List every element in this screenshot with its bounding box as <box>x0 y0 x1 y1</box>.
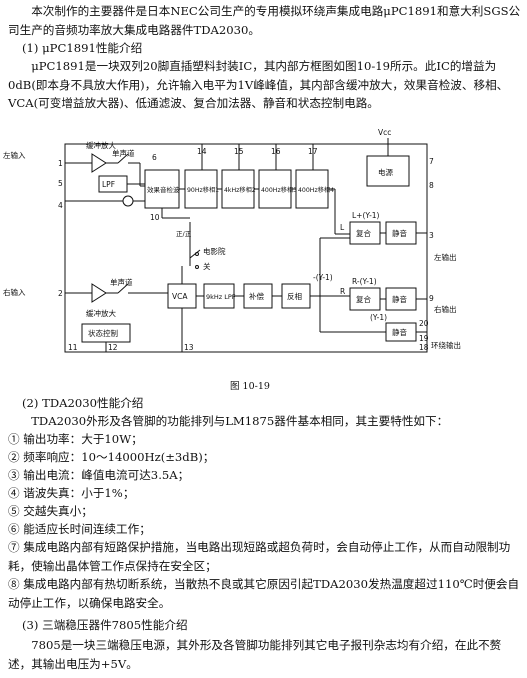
spec-item-8: ⑧ 集成电路内部有热切断系统，当散热不良或其它原因引起TDA2030发热温度超过… <box>8 577 520 610</box>
label-left-in: 左输入 <box>3 150 26 160</box>
label-mix2: 复合 <box>356 294 371 304</box>
label-single1: 单声道 <box>112 148 135 158</box>
spec-item-1: ① 输出功率：大于10W； <box>8 432 143 446</box>
pin-1: 1 <box>58 159 63 168</box>
spec-item-7: ⑦ 集成电路内部有短路保护措施，当电路出现短路或超负荷时，会自动停止工作，从而自… <box>8 540 511 573</box>
section2-heading: (2) TDA2030性能介绍 <box>22 396 144 410</box>
spec-item-6: ⑥ 能适应长时间连续工作； <box>8 522 151 536</box>
summing-node <box>122 195 134 207</box>
label-mix1: 复合 <box>356 228 371 238</box>
label-inv: 反相 <box>287 291 302 301</box>
section1-heading: (1) μPC1891性能介绍 <box>22 41 143 55</box>
section2-body: TDA2030外形及各管脚的功能排列与LM1875器件基本相同，其主要特性如下： <box>31 414 449 428</box>
label-ps2: 4kHz移相2 <box>224 186 256 194</box>
label-single2: 单声道 <box>110 277 133 287</box>
label-R: R <box>340 287 345 296</box>
label-buffer-bottom: 缓冲放大 <box>86 308 116 318</box>
label-ps3: 400Hz移相3 <box>261 186 297 194</box>
label-ps1: 90Hz移相1 <box>187 186 219 194</box>
chip-outline <box>64 143 428 353</box>
section3-heading: (3) 三端稳压器件7805性能介绍 <box>22 618 188 632</box>
buffer-amp-bottom <box>91 283 107 303</box>
label-eq-neg: -(Y-1) <box>313 273 333 282</box>
label-L: L <box>340 223 345 232</box>
pin-9: 9 <box>429 294 434 303</box>
pin-11: 11 <box>68 343 78 352</box>
spec-item-2: ② 频率响应：10～14000Hz(±3dB)； <box>8 450 215 464</box>
pin-13: 13 <box>184 343 194 352</box>
label-mute2: 静音 <box>392 294 407 304</box>
figure-caption: 图 10-19 <box>230 381 270 392</box>
label-eq-mid: R-(Y-1) <box>352 277 377 286</box>
pin-7: 7 <box>429 157 434 166</box>
block-diagram: 左输入 右输入 左输出 右输出 环绕输出 缓冲放大 缓冲放大 单声道 单声道 L… <box>3 128 461 353</box>
label-mute3: 静音 <box>392 327 407 337</box>
label-cinema: 电影院 <box>203 246 226 256</box>
pin-17: 17 <box>308 147 318 156</box>
intro-paragraph: 本次制作的主要器件是日本NEC公司生产的专用模拟环绕声集成电路μPC1891和意… <box>8 4 521 37</box>
pin-16: 16 <box>271 147 281 156</box>
pin-15: 15 <box>234 147 244 156</box>
label-lpf: LPF <box>102 180 115 189</box>
spec-item-5: ⑤ 交越失真小； <box>8 504 93 518</box>
pin-12: 12 <box>108 343 118 352</box>
label-power: 电源 <box>378 167 393 177</box>
label-fwd: 正/正 <box>176 230 192 238</box>
label-vca: VCA <box>172 292 188 301</box>
label-lpf9k: 9kHz LPF <box>206 293 236 301</box>
label-right-out: 右输出 <box>434 304 457 314</box>
spec-item-3: ③ 输出电流：峰值电流可达3.5A； <box>8 468 190 482</box>
pin-18: 18 <box>419 343 429 352</box>
label-right-in: 右输入 <box>3 287 26 297</box>
label-eq-bot: (Y-1) <box>370 313 387 322</box>
label-ps4: 400Hz移相4 <box>298 186 334 194</box>
label-off: 关 <box>203 261 211 271</box>
label-mute1: 静音 <box>392 228 407 238</box>
pin-6: 6 <box>152 153 157 162</box>
label-vcc: Vcc <box>378 128 391 137</box>
label-buffer-top: 缓冲放大 <box>86 140 116 150</box>
pin-20: 20 <box>419 319 429 328</box>
label-surround-out: 环绕输出 <box>431 340 461 350</box>
pin-8: 8 <box>429 181 434 190</box>
spec-item-4: ④ 谐波失真：小于1%； <box>8 486 135 500</box>
pin-19: 19 <box>419 334 429 343</box>
label-eq-top: L+(Y-1) <box>352 211 380 220</box>
label-detector: 效果音检波 <box>147 185 180 194</box>
label-comp: 补偿 <box>249 291 264 301</box>
pin-5: 5 <box>58 179 63 188</box>
pin-3: 3 <box>429 231 434 240</box>
pin-10: 10 <box>150 213 160 222</box>
label-left-out: 左输出 <box>434 252 457 262</box>
label-state: 状态控制 <box>88 328 118 338</box>
pin-2: 2 <box>58 289 63 298</box>
pin-14: 14 <box>197 147 207 156</box>
section1-body: μPC1891是一块双列20脚直插塑料封装IC，其内部方框图如图10-19所示。… <box>8 59 509 111</box>
section3-body: 7805是一块三端稳压电源，其外形及各管脚功能排列其它电子报刊杂志均有介绍，在此… <box>8 638 502 671</box>
pin-4: 4 <box>58 201 63 210</box>
buffer-amp-top <box>91 153 107 173</box>
